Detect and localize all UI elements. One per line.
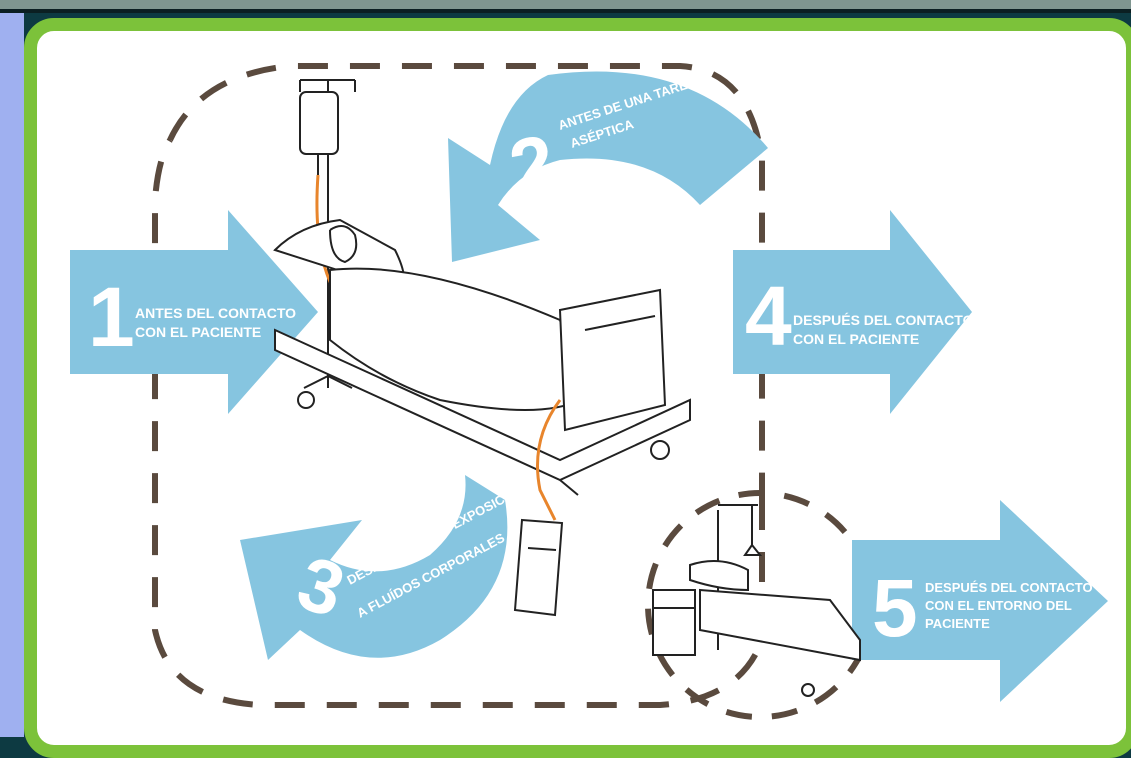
step-2-arrow: 2 ANTES DE UNA TAREA ASÉPTICA	[448, 71, 768, 262]
step-4-arrow: 4 DESPUÉS DEL CONTACTO CON EL PACIENTE	[733, 210, 974, 414]
step-5-number: 5	[872, 563, 918, 654]
step-1-arrow: 1 ANTES DEL CONTACTO CON EL PACIENTE	[70, 210, 318, 414]
step-5-line1: DESPUÉS DEL CONTACTO	[925, 580, 1093, 595]
bedside-table-icon	[653, 590, 695, 655]
step-5-line3: PACIENTE	[925, 616, 990, 631]
empty-bed-illustration	[690, 505, 860, 696]
step-5-arrow: 5 DESPUÉS DEL CONTACTO CON EL ENTORNO DE…	[852, 500, 1108, 702]
step-1-line2: CON EL PACIENTE	[135, 324, 261, 340]
step-1-line1: ANTES DEL CONTACTO	[135, 305, 296, 321]
urine-bag-icon	[515, 520, 562, 615]
hospital-bed-patient-illustration	[275, 220, 690, 495]
step-4-line2: CON EL PACIENTE	[793, 331, 919, 347]
five-moments-diagram: 1 ANTES DEL CONTACTO CON EL PACIENTE 4 D…	[0, 0, 1131, 737]
step-4-number: 4	[745, 269, 792, 363]
step-5-line2: CON EL ENTORNO DEL	[925, 598, 1072, 613]
step-4-line1: DESPUÉS DEL CONTACTO	[793, 312, 974, 328]
step-1-number: 1	[88, 270, 135, 364]
step-2-arrow-shape	[448, 71, 768, 262]
step-3-arrow: 3 DESPUÉS DE UNA EXPOSICIÓN A FLUÍDOS CO…	[240, 475, 528, 660]
